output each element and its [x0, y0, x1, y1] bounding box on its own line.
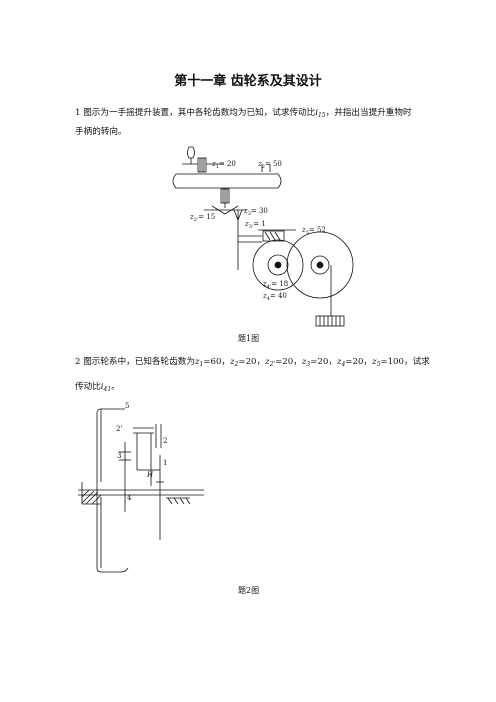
- q2-ratio-symbol: i: [100, 382, 104, 392]
- q2-text-c: 传动比: [75, 382, 101, 392]
- label-z2p: z2'= 15: [189, 213, 215, 223]
- label-2p: 2': [116, 425, 122, 433]
- q1-text-a: 1 图示为一手摇提升装置，其中各轮齿数均为已知，试求传动比: [75, 108, 316, 118]
- label-z1: z1= 20: [211, 160, 236, 170]
- label-4: 4: [127, 494, 132, 502]
- q1-text-b: ，并指出当提升重物时: [325, 108, 412, 118]
- q1-ratio-sub: 15: [317, 112, 326, 119]
- label-z3p: z3'= 1: [244, 220, 266, 230]
- label-1: 1: [163, 459, 167, 467]
- q2-text: 2 图示轮系中，已知各轮齿数为z1=60，z2=20，z2'=20，z3=20，…: [75, 357, 430, 393]
- chapter-title: 第十一章 齿轮系及其设计: [174, 74, 322, 89]
- label-5: 5: [125, 402, 129, 410]
- label-z4p: z4'= 18: [262, 280, 288, 290]
- label-H: H: [146, 471, 154, 479]
- figure-2-caption: 题2图: [238, 586, 260, 595]
- q2-text-a: 2 图示轮系中，已知各轮齿数为: [75, 357, 195, 367]
- label-3: 3: [117, 452, 121, 460]
- label-z3: z3= 30: [243, 207, 268, 217]
- q2-text-d: 。: [111, 382, 120, 392]
- label-z4: z4= 40: [262, 292, 287, 302]
- q1-text-c: 手柄的转向。: [75, 127, 127, 137]
- q1-text: 1 图示为一手摇提升装置，其中各轮齿数均为已知，试求传动比i15，并指出当提升重…: [75, 105, 435, 141]
- figure-1-caption: 题1图: [238, 334, 260, 343]
- label-z2: z2= 50: [257, 160, 282, 170]
- label-2: 2: [163, 437, 167, 445]
- q2-ratio-sub: 41: [103, 386, 112, 393]
- q1-ratio-symbol: i: [315, 108, 318, 118]
- label-z5: z5= 52: [301, 226, 326, 236]
